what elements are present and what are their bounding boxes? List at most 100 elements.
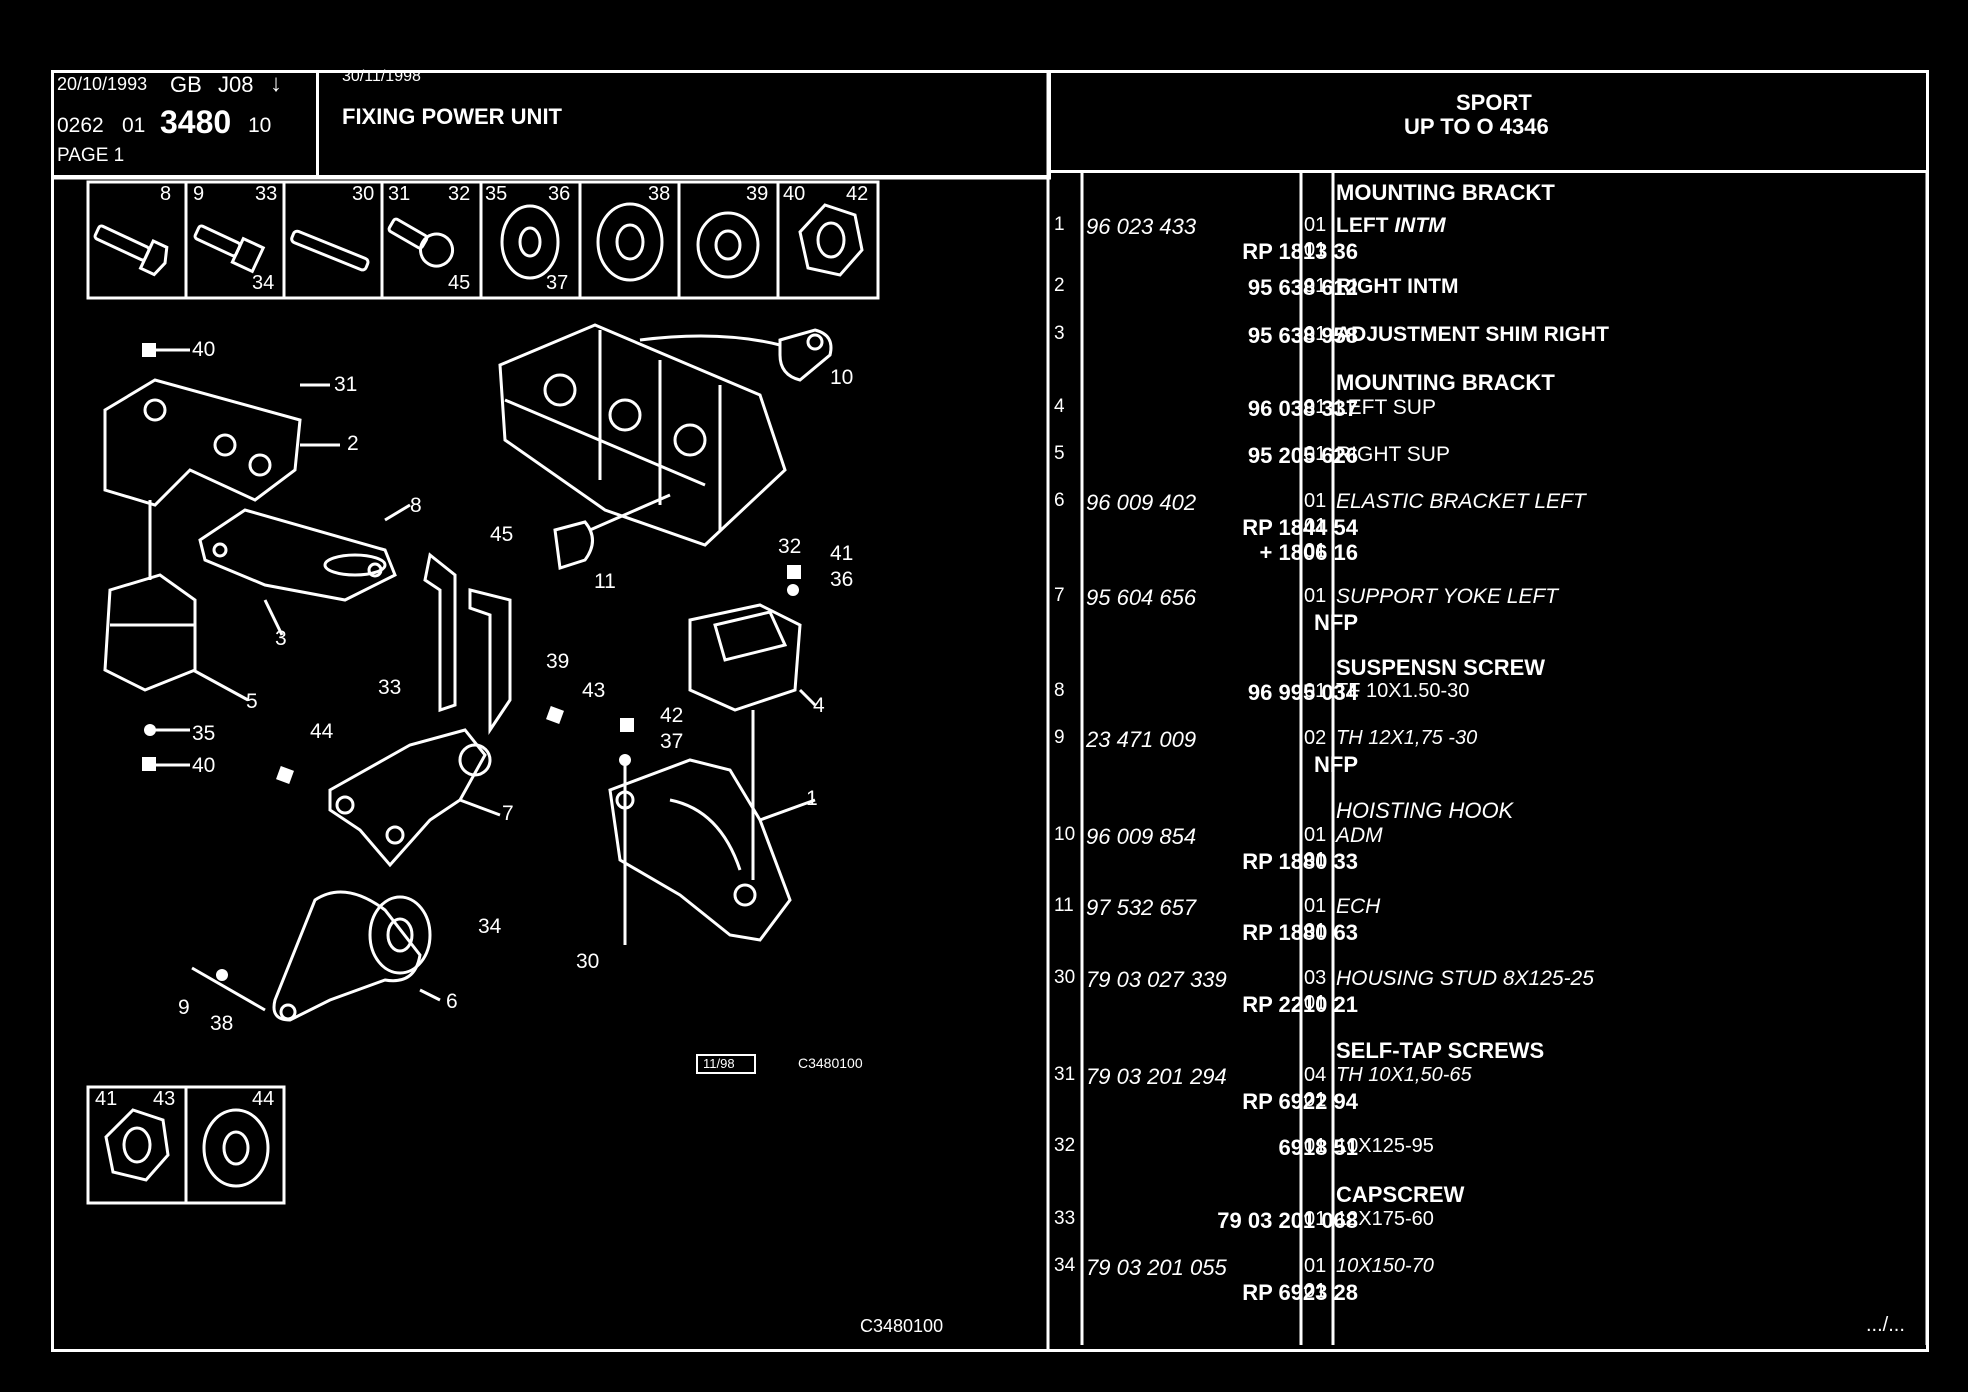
part-ref: 32 [1054,1135,1076,1156]
callout-10: 10 [830,366,854,389]
part-ref: 6 [1054,490,1065,511]
part-number: RP 1880 63 [1242,920,1358,945]
thumb-label-8: 8 [160,183,172,205]
continuation-mark: .../... [1866,1314,1905,1336]
part-qty: 01 [1304,849,1327,871]
part-ref: 1 [1054,214,1065,235]
part-number: 96 023 433 [1086,214,1197,239]
part-ref: 11 [1054,895,1074,916]
header-date2: 30/11/1998 [342,68,421,85]
part-qty: 02 [1304,727,1327,749]
callout-39: 39 [546,650,570,673]
callout-32: 32 [778,535,802,558]
header-arrow: ↓ [270,70,282,97]
serial-range: UP TO O 4346 [1404,114,1549,139]
part-desc: SUPPORT YOKE LEFT [1336,585,1559,608]
header-ref-main: 3480 [160,104,232,140]
thumb-label-34: 34 [252,272,275,294]
part-ref: 8 [1054,680,1065,701]
part-ref: 10 [1054,824,1076,845]
part-number: 79 03 027 339 [1086,967,1227,992]
part-qty: 01 [1304,585,1327,607]
part-number: 96 995 034 [1247,680,1358,705]
drawing-code-2: C3480100 [860,1316,944,1336]
part-number: 79 03 201 068 [1217,1208,1358,1233]
part-qty: 01 [1304,239,1327,261]
callout-38: 38 [210,1012,234,1035]
callout-40a: 40 [192,338,216,361]
thumb-label-44: 44 [252,1088,275,1110]
part-desc: ELASTIC BRACKET LEFT [1336,490,1586,513]
part-heading: MOUNTING BRACKT [1336,180,1555,205]
part-ref: 30 [1054,967,1076,988]
part-ref: 31 [1054,1064,1076,1085]
part-desc: TH 12X1,75 -30 [1336,727,1478,749]
drawing-code-1: C3480100 [798,1055,863,1071]
part-number: 95 638 612 [1247,275,1358,300]
part-qty: 01 [1304,396,1327,418]
part-desc: LEFT SUP [1336,396,1436,419]
drawing-date-box: 11/98 [703,1056,735,1071]
model-name: SPORT [1456,90,1532,115]
thumb-label-36: 36 [548,183,571,205]
header-ref-b: 01 [122,114,146,137]
part-number: 6918 51 [1278,1135,1358,1160]
part-desc: 10X125-95 [1336,1135,1434,1157]
thumb-label-42: 42 [846,183,869,205]
part-heading: MOUNTING BRACKT [1336,370,1555,395]
part-ref: 34 [1054,1255,1076,1276]
part-number: RP 1880 33 [1242,849,1358,874]
part-desc: HOUSING STUD 8X125-25 [1336,967,1594,990]
part-ref: 3 [1054,323,1065,344]
callout-45: 45 [490,523,514,546]
part-qty: 03 [1304,967,1327,989]
part-qty: 01 [1304,540,1327,562]
callout-34: 34 [478,915,502,938]
thumb-label-39: 39 [746,183,769,205]
callout-35: 35 [192,722,216,745]
thumb-label-38: 38 [648,183,671,205]
callout-2: 2 [347,432,359,455]
header-code: J08 [218,72,254,97]
callout-37: 37 [660,730,684,753]
part-heading: CAPSCREW [1336,1182,1465,1207]
header-ref-a: 0262 [57,114,104,137]
callout-6: 6 [446,990,458,1013]
callout-7: 7 [502,802,514,825]
part-number: NFP [1314,610,1358,635]
part-ref: 33 [1054,1208,1076,1229]
thumb-label-32: 32 [448,183,471,205]
callout-43: 43 [582,679,606,702]
part-number: 79 03 201 294 [1086,1064,1227,1089]
thumb-label-33: 33 [255,183,278,205]
part-ref: 7 [1054,585,1065,606]
part-number: 23 471 009 [1086,727,1197,752]
part-qty: 01 [1304,680,1327,702]
callout-11: 11 [594,570,616,593]
part-number: + 1806 16 [1259,540,1358,565]
callout-30: 30 [576,950,600,973]
thumb-label-40: 40 [783,183,806,205]
part-qty: 01 [1304,515,1327,537]
part-number: 96 009 402 [1086,490,1197,515]
callout-31: 31 [334,373,358,396]
part-desc: ECH [1336,895,1381,918]
callout-8: 8 [410,494,422,517]
part-qty: 01 [1304,490,1327,512]
header-ref-c: 10 [248,114,272,137]
callout-33: 33 [378,676,402,699]
header-page: PAGE 1 [57,145,125,166]
part-qty: 01 [1304,1135,1327,1157]
part-number: RP 6922 94 [1242,1089,1358,1114]
callout-9: 9 [178,996,190,1019]
callout-44: 44 [310,720,334,743]
thumb-label-37: 37 [546,272,569,294]
callout-4: 4 [813,694,825,717]
part-number: RP 2210 21 [1242,992,1358,1017]
part-qty: 01 [1304,1280,1327,1302]
thumb-label-9: 9 [193,183,205,205]
part-desc: TH 10X1,50-65 [1336,1064,1472,1086]
part-desc: RIGHT SUP [1336,443,1450,466]
thumb-label-41: 41 [95,1088,118,1110]
